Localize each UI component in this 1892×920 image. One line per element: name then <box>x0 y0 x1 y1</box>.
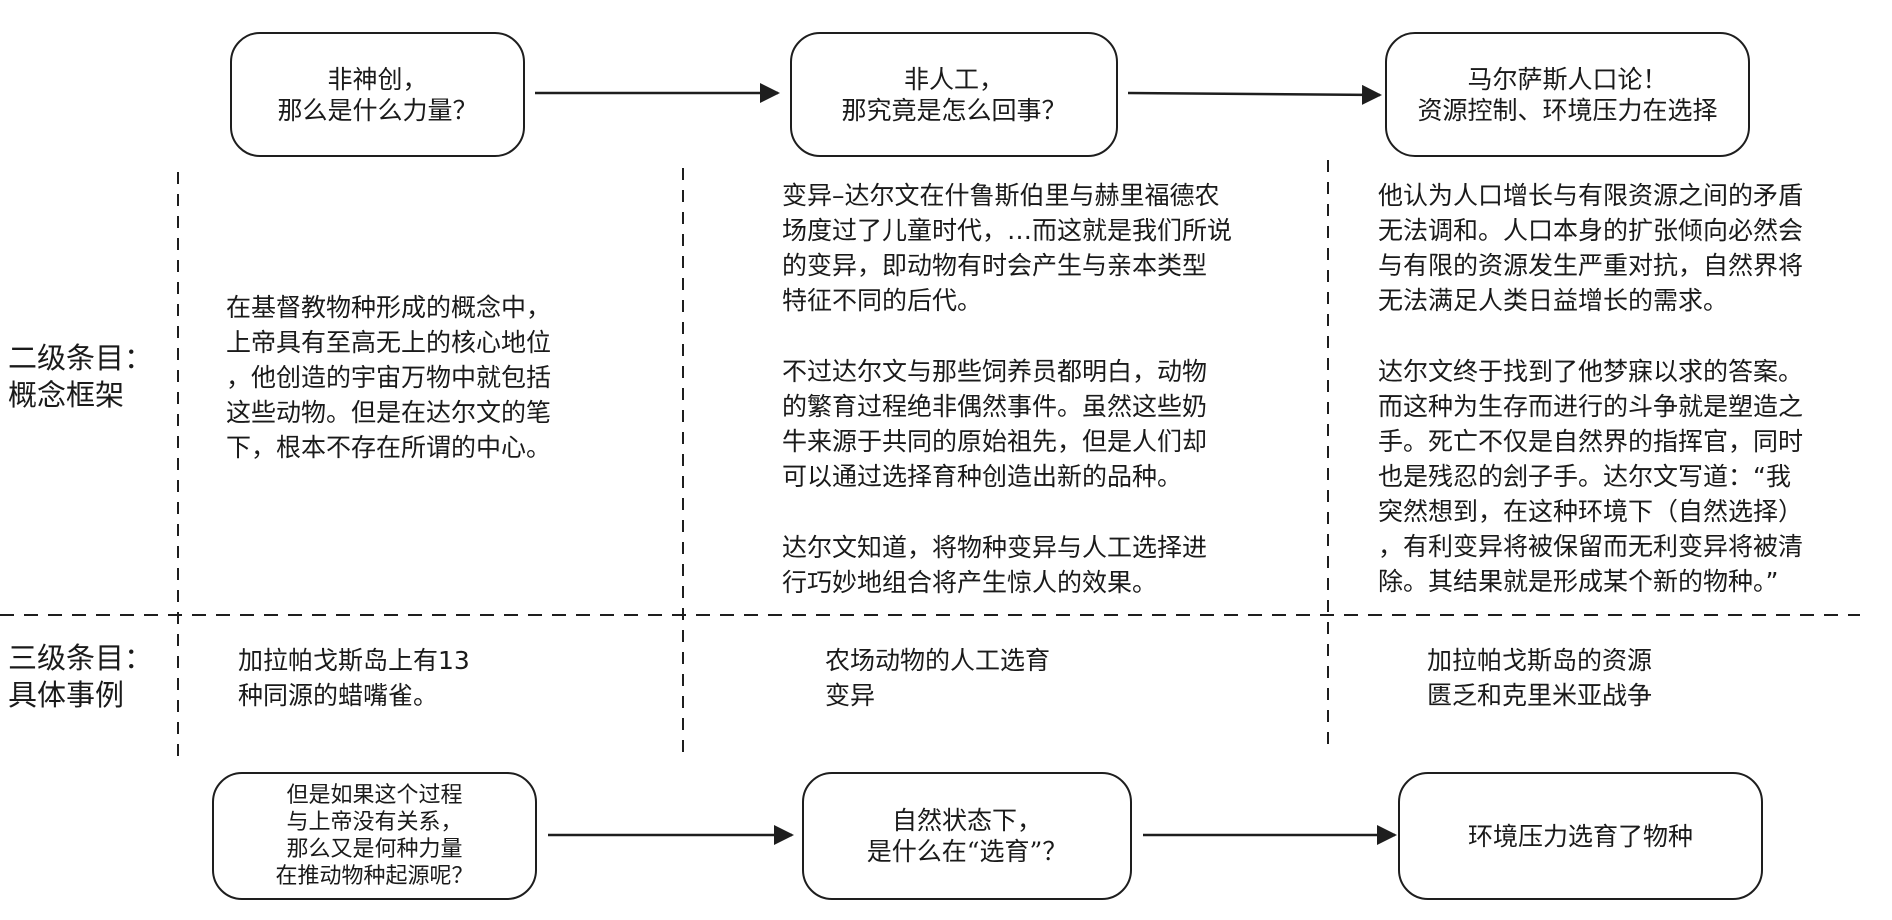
example-col2: 农场动物的人工选育 变异 <box>825 646 1051 710</box>
bottom-box-2: 自然状态下， 是什么在“选育”？ <box>802 772 1132 900</box>
concept-col2: 变异–达尔文在什鲁斯伯里与赫里福德农 场度过了儿童时代，…而这就是我们所说 的变… <box>782 178 1302 600</box>
example-col1: 加拉帕戈斯岛上有13 种同源的蜡嘴雀。 <box>238 646 470 710</box>
bottom-box-3: 环境压力选育了物种 <box>1398 772 1763 900</box>
top-box-3: 马尔萨斯人口论！ 资源控制、环境压力在选择 <box>1385 32 1750 157</box>
top-box-1: 非神创， 那么是什么力量？ <box>230 32 525 157</box>
concept-col2-paragraph-3: 达尔文知道，将物种变异与人工选择进 行巧妙地组合将产生惊人的效果。 <box>782 533 1208 597</box>
arrow-top-2 <box>1127 84 1382 105</box>
bottom-box-1: 但是如果这个过程 与上帝没有关系， 那么又是何种力量 在推动物种起源呢？ <box>212 772 537 900</box>
concept-col1-paragraph-1: 在基督教物种形成的概念中， 上帝具有至高无上的核心地位 ，他创造的宇宙万物中就包… <box>226 293 552 462</box>
concept-col2-paragraph-1: 变异–达尔文在什鲁斯伯里与赫里福德农 场度过了儿童时代，…而这就是我们所说 的变… <box>782 181 1233 315</box>
concept-col2-paragraph-2: 不过达尔文与那些饲养员都明白，动物 的繁育过程绝非偶然事件。虽然这些奶 牛来源于… <box>782 357 1208 491</box>
top-box-2: 非人工， 那究竟是怎么回事？ <box>790 32 1118 157</box>
example-col3: 加拉帕戈斯岛的资源 匮乏和克里米亚战争 <box>1427 646 1653 710</box>
row-label-level2: 二级条目： 概念框架 <box>8 341 154 412</box>
row-label-level3: 三级条目： 具体事例 <box>8 641 154 712</box>
concept-col3-paragraph-1: 他认为人口增长与有限资源之间的矛盾 无法调和。人口本身的扩张倾向必然会 与有限的… <box>1378 181 1804 315</box>
concept-col3-paragraph-2: 达尔文终于找到了他梦寐以求的答案。 而这种为生存而进行的斗争就是塑造之 手。死亡… <box>1378 357 1804 596</box>
concept-col3: 他认为人口增长与有限资源之间的矛盾 无法调和。人口本身的扩张倾向必然会 与有限的… <box>1378 178 1878 599</box>
